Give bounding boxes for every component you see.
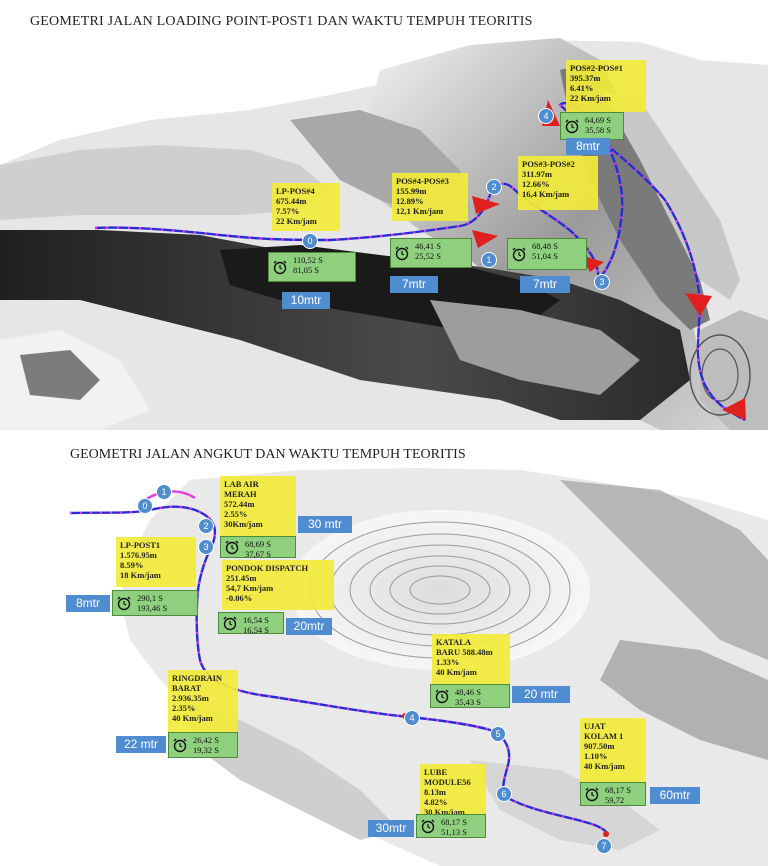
time-box-pos3-pos2: 68,48 S 51,04 S: [507, 238, 587, 270]
road-width-lube-module56: 30mtr: [368, 820, 414, 837]
time-box-lp-pos4: 110,52 S 81,05 S: [268, 252, 356, 282]
segment-info-lp-pos4: LP-POS#4 675.44m 7.57% 22 Km/jam: [272, 183, 340, 231]
alarm-clock-icon: [117, 596, 131, 611]
alarm-clock-icon: [173, 738, 187, 753]
alarm-clock-icon: [273, 260, 287, 275]
bottom-node-4: 4: [404, 710, 420, 726]
time-box-ringdrain-barat: 26,42 S 19,32 S: [168, 732, 238, 758]
time-box-pos4-pos3: 46,41 S 25,52 S: [390, 238, 472, 268]
time-box-ujat-kolam-1: 68,17 S 59,72: [580, 782, 646, 806]
alarm-clock-icon: [223, 616, 237, 631]
segment-info-ujat-kolam-1: UJAT KOLAM 1 907.50m 1.10% 40 Km/jam: [580, 718, 646, 782]
top-terrain: [0, 38, 768, 430]
time-box-lube-module56: 68,17 S 51,13 S: [416, 814, 486, 838]
bottom-node-0: 0: [137, 498, 153, 514]
road-width-ringdrain-barat: 22 mtr: [116, 736, 166, 753]
alarm-clock-icon: [435, 689, 449, 704]
alarm-clock-icon: [395, 246, 409, 261]
alarm-clock-icon: [512, 247, 526, 262]
bottom-node-5: 5: [490, 726, 506, 742]
segment-info-lube-module56: LUBE MODULE56 8.13m 4.82% 30 Km/jam: [420, 764, 486, 817]
bottom-node-6: 6: [496, 786, 512, 802]
road-width-lp-post1: 8mtr: [66, 595, 110, 612]
alarm-clock-icon: [585, 787, 599, 802]
node-0: 0: [302, 233, 318, 249]
segment-info-ringdrain-barat: RINGDRAIN BARAT 2.936.35m 2.35% 40 Km/ja…: [168, 670, 238, 732]
node-3: 3: [594, 274, 610, 290]
node-1: 1: [481, 252, 497, 268]
time-box-katala-baru: 48,46 S 35,43 S: [430, 684, 510, 708]
road-width-pos2-pos1: 8mtr: [566, 138, 610, 155]
road-width-katala-baru: 20 mtr: [512, 686, 570, 703]
alarm-clock-icon: [225, 540, 239, 555]
segment-info-pos4-pos3: POS#4-POS#3 155.99m 12.89% 12,1 Km/jam: [392, 173, 468, 221]
segment-info-pondok-dispatch: PONDOK DISPATCH 251.45m 54,7 Km/jam -0.0…: [222, 560, 334, 610]
node-4: 4: [538, 108, 554, 124]
bottom-map-title: GEOMETRI JALAN ANGKUT DAN WAKTU TEMPUH T…: [70, 447, 466, 462]
bottom-node-2: 2: [198, 518, 214, 534]
time-box-pos2-pos1: 64,69 S 35,58 S: [560, 112, 624, 140]
bottom-node-1: 1: [156, 484, 172, 500]
segment-info-katala-baru: KATALA BARU 588.48m 1.33% 40 Km/jam: [432, 634, 510, 684]
alarm-clock-icon: [565, 119, 579, 134]
bottom-node-7: 7: [596, 838, 612, 854]
road-width-pos3-pos2: 7mtr: [520, 276, 570, 293]
time-box-lp-post1: 290,1 S 193,46 S: [112, 590, 198, 616]
road-width-pondok-dispatch: 20mtr: [286, 618, 332, 635]
road-width-pos4-pos3: 7mtr: [390, 276, 438, 293]
alarm-clock-icon: [421, 819, 435, 834]
segment-info-lab-air-merah: LAB AIR MERAH 572.44m 2.55% 30Km/jam: [220, 476, 296, 536]
road-width-ujat-kolam-1: 60mtr: [650, 787, 700, 804]
road-width-lp-pos4: 10mtr: [282, 292, 330, 309]
segment-info-pos3-pos2: POS#3-POS#2 311.97m 12.66% 16,4 Km/jam: [518, 156, 598, 210]
time-box-pondok-dispatch: 16,54 S 16,54 S: [218, 612, 284, 635]
top-map-title: GEOMETRI JALAN LOADING POINT-POST1 DAN W…: [30, 14, 533, 29]
bottom-node-3: 3: [198, 539, 214, 555]
time-box-lab-air-merah: 68,69 S 37,67 S: [220, 536, 296, 559]
segment-info-pos2-pos1: POS#2-POS#1 395.37m 6.41% 22 Km/jam: [566, 60, 646, 112]
segment-info-lp-post1: LP-POST1 1.576.95m 8.59% 18 Km/jam: [116, 537, 196, 587]
node-2: 2: [486, 179, 502, 195]
road-width-lab-air-merah: 30 mtr: [298, 516, 352, 533]
